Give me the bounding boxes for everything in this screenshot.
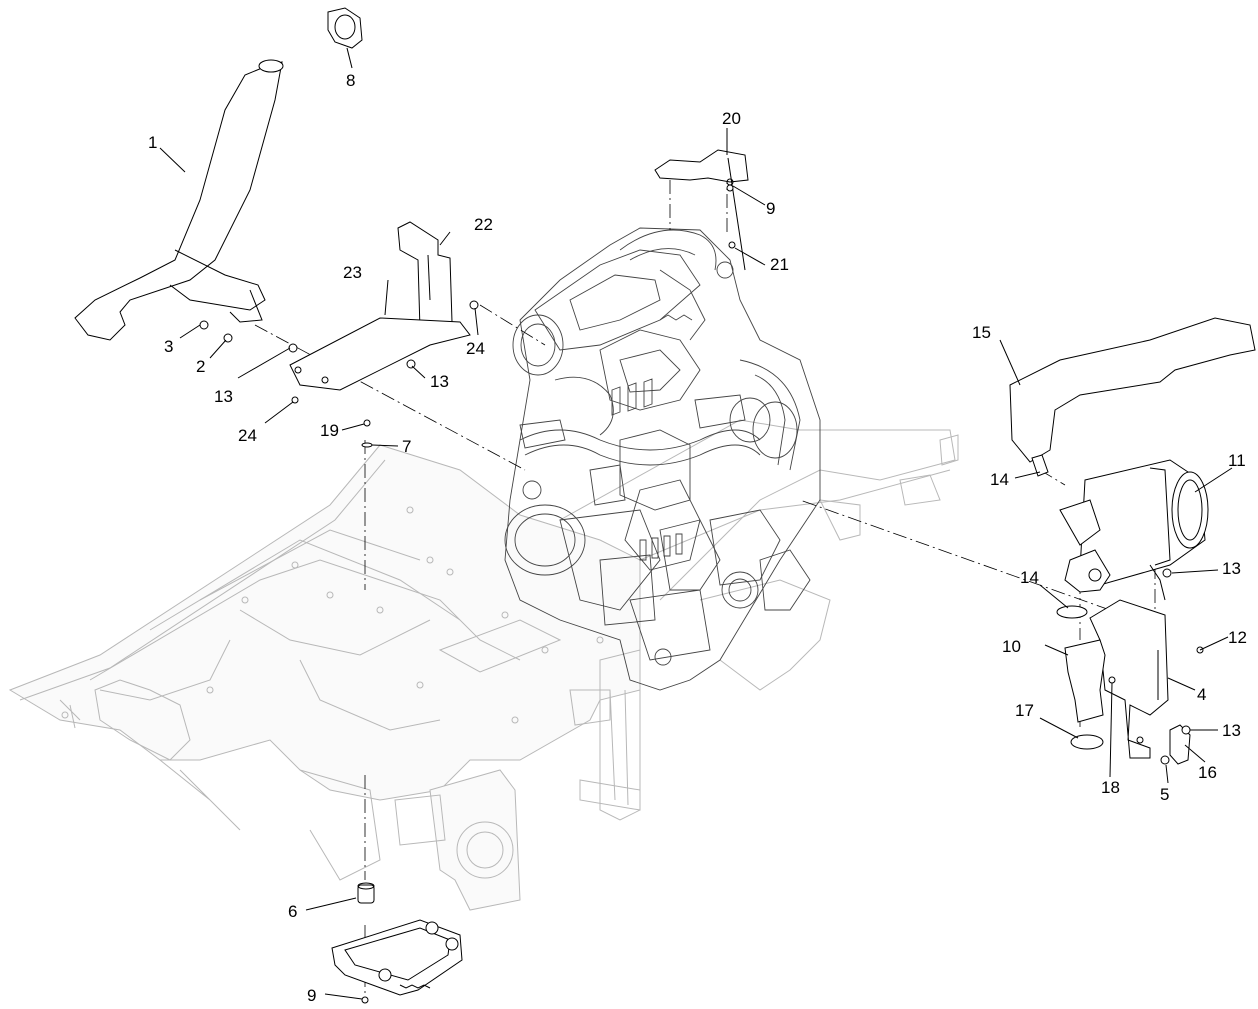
part-air-cleaner-11 [1059, 459, 1209, 601]
part-isolator-6 [357, 882, 375, 904]
callout-14-lower: 14 [1020, 568, 1039, 587]
callout-13-left: 13 [214, 387, 233, 406]
callout-4: 4 [1197, 685, 1206, 704]
part-ecu-module [331, 919, 463, 996]
part-pad-16 [1169, 724, 1191, 765]
callout-9-upper: 9 [766, 199, 775, 218]
callout-19: 19 [320, 421, 339, 440]
callout-14-upper: 14 [990, 470, 1009, 489]
part-hose-10 [1064, 639, 1106, 723]
callout-11: 11 [1228, 451, 1246, 470]
callout-3: 3 [164, 337, 173, 356]
callout-24-left: 24 [238, 426, 257, 445]
floor-holes [61, 506, 604, 724]
callout-2: 2 [196, 357, 205, 376]
callout-5: 5 [1160, 785, 1169, 804]
callout-18: 18 [1101, 778, 1120, 797]
callout-20: 20 [722, 109, 741, 128]
callout-7: 7 [402, 437, 411, 456]
callout-23: 23 [343, 263, 362, 282]
callout-8: 8 [346, 71, 355, 90]
hose-clamps [1031, 454, 1104, 750]
part-shield-23 [289, 317, 471, 391]
callout-12: 12 [1228, 628, 1247, 647]
callout-9-lower: 9 [307, 986, 316, 1005]
part-bracket-20 [654, 149, 749, 271]
leader-lines [159, 47, 1233, 1000]
callout-labels: 1 2 3 4 5 6 7 8 9 9 10 11 12 13 13 13 13… [148, 71, 1247, 1005]
callout-17: 17 [1015, 701, 1034, 720]
chassis-frame-ghost [8, 419, 959, 911]
callout-13-center: 13 [430, 372, 449, 391]
fasteners [199, 184, 1204, 1004]
part-exhaust-pipe [74, 59, 284, 341]
callout-1: 1 [148, 133, 157, 152]
part-bracket-4 [1089, 599, 1169, 759]
callout-6: 6 [288, 902, 297, 921]
callout-10: 10 [1002, 637, 1021, 656]
callout-13-right-lower: 13 [1222, 721, 1241, 740]
callout-24-right: 24 [466, 339, 485, 358]
callout-15: 15 [972, 323, 991, 342]
callout-21: 21 [770, 255, 789, 274]
callout-13-right-upper: 13 [1222, 559, 1241, 578]
part-bracket-22 [397, 221, 453, 331]
callout-16: 16 [1198, 763, 1217, 782]
part-clamp-8 [327, 7, 363, 49]
engine-assembly [504, 227, 821, 691]
part-intake-hose-15 [1009, 317, 1256, 463]
callout-22: 22 [474, 215, 493, 234]
